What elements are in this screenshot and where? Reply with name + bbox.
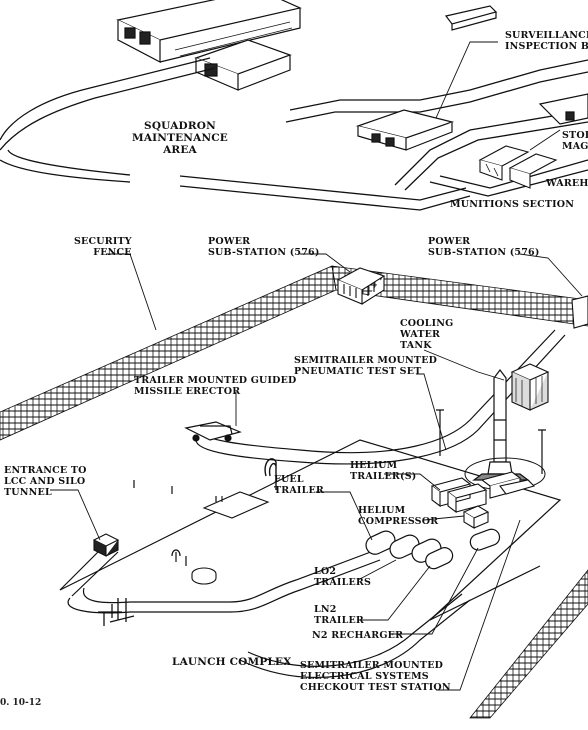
label-helium-trailers-line1: HELIUM (350, 460, 398, 471)
label-electrical-line1: SEMITRAILER MOUNTED (300, 660, 444, 671)
fuel-trailer (264, 458, 277, 490)
label-power-substation-right: POWER SUB-STATION (576) (428, 236, 540, 258)
security-fence-line (0, 265, 588, 719)
label-storage-line1: STOR (562, 130, 588, 141)
label-entrance: ENTRANCE TO LCC AND SILO TUNNEL (4, 465, 87, 498)
label-electrical: SEMITRAILER MOUNTED ELECTRICAL SYSTEMS C… (300, 660, 451, 693)
label-squadron-line3: AREA (163, 144, 197, 156)
label-squadron-line2: MAINTENANCE (132, 132, 228, 144)
label-cooling-line2: WATER (400, 329, 441, 340)
label-power-substation-left: POWER SUB-STATION (576) (208, 236, 320, 258)
fittings (98, 598, 135, 626)
cooling-water-tank (510, 363, 550, 411)
label-ln2-line1: LN2 (314, 604, 337, 615)
label-helium-compressor-line2: COMPRESSOR (358, 516, 439, 527)
label-fuel-line2: TRAILER (274, 485, 324, 496)
helium-compressor (462, 505, 490, 529)
top-leader-lines (435, 41, 561, 151)
label-pneumatic-line1: SEMITRAILER MOUNTED (294, 355, 438, 366)
label-surveillance: SURVEILLANCE A INSPECTION BUI (505, 30, 588, 52)
ln2-trailer (469, 528, 501, 551)
squadron-buildings (116, 0, 498, 91)
label-erector-line2: MISSILE ERECTOR (134, 386, 241, 397)
label-ln2-line2: TRAILER (314, 615, 364, 626)
label-helium-trailers: HELIUM TRAILER(S) (350, 460, 416, 482)
lo2-trailers (365, 530, 454, 570)
label-helium-compressor: HELIUM COMPRESSOR (358, 505, 438, 527)
label-n2-recharger: N2 RECHARGER (312, 630, 404, 641)
label-security-fence-line1: SECURITY (74, 236, 132, 247)
label-fuel-trailer: FUEL TRAILER (274, 474, 324, 496)
label-lo2: LO2 TRAILERS (314, 566, 371, 588)
helium-trailers (430, 471, 536, 514)
label-launch-complex: LAUNCH COMPLEX (172, 656, 292, 668)
label-electrical-line2: ELECTRICAL SYSTEMS (300, 671, 429, 682)
label-power-left-line2: SUB-STATION (576) (208, 247, 320, 258)
label-electrical-line3: CHECKOUT TEST STATION (300, 682, 451, 693)
figure-number: 0. 10-12 (0, 698, 42, 708)
leader-lines (50, 253, 583, 691)
label-storage: STOR MAGA (562, 130, 588, 152)
label-pneumatic: SEMITRAILER MOUNTED PNEUMATIC TEST SET (294, 355, 437, 377)
label-entrance-line1: ENTRANCE TO (4, 465, 87, 476)
pad-structure (191, 491, 270, 585)
label-security-fence: SECURITY FENCE (74, 236, 132, 258)
label-surveillance-line1: SURVEILLANCE A (505, 30, 588, 41)
missile-erector (184, 421, 242, 442)
light-poles (436, 409, 546, 474)
label-squadron-line1: SQUADRON (144, 120, 216, 132)
label-squadron: SQUADRON MAINTENANCE AREA (132, 120, 228, 156)
label-fuel-line1: FUEL (274, 474, 304, 485)
label-power-left-line1: POWER (208, 236, 251, 247)
label-storage-line2: MAGA (562, 141, 588, 152)
label-ln2: LN2 TRAILER (314, 604, 364, 626)
label-cooling-line3: TANK (400, 340, 432, 351)
label-security-fence-line2: FENCE (93, 247, 132, 258)
label-power-right-line2: SUB-STATION (576) (428, 247, 540, 258)
label-lo2-line2: TRAILERS (314, 577, 372, 588)
power-substations (336, 267, 588, 329)
surveillance-building (355, 93, 588, 151)
label-entrance-line2: LCC AND SILO (4, 476, 86, 487)
label-erector-line1: TRAILER MOUNTED GUIDED (134, 375, 297, 386)
label-erector: TRAILER MOUNTED GUIDED MISSILE ERECTOR (134, 375, 296, 397)
label-munitions: MUNITIONS SECTION (450, 199, 575, 210)
pad-markers (133, 480, 217, 566)
label-entrance-line3: TUNNEL (4, 487, 52, 498)
label-helium-compressor-line1: HELIUM (358, 505, 406, 516)
entrance-building (92, 533, 120, 557)
label-power-right-line1: POWER (428, 236, 471, 247)
label-warehouse: WAREHO (546, 178, 588, 189)
label-cooling-tank: COOLING WATER TANK (400, 318, 453, 351)
warehouses (478, 145, 558, 189)
label-surveillance-line2: INSPECTION BUI (505, 41, 588, 52)
label-lo2-line1: LO2 (314, 566, 337, 577)
label-pneumatic-line2: PNEUMATIC TEST SET (294, 366, 422, 377)
base-roads (0, 57, 588, 211)
label-cooling-line1: COOLING (400, 318, 454, 329)
label-helium-trailers-line2: TRAILER(S) (350, 471, 417, 482)
